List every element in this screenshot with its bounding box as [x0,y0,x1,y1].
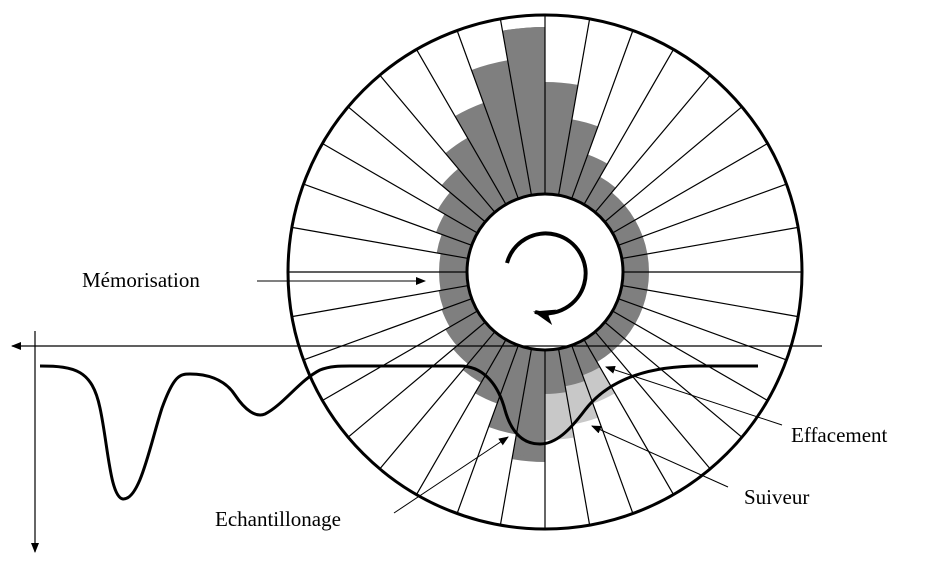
disk-spoke [557,348,591,526]
disk-spoke [604,321,743,438]
memory-sector [595,192,625,222]
memory-sector [512,348,545,457]
memory-sector [558,119,599,199]
memory-sector [445,311,486,346]
echantillonage-pointer [393,436,509,514]
disk-spoke [322,310,478,402]
memory-sector [471,60,532,199]
disk-spoke [618,298,787,361]
disk-spoke [415,339,507,495]
label-suiveur: Suiveur [744,485,809,509]
memory-sector [437,192,486,233]
disk-spoke [621,226,799,260]
rotation-arrow-icon [505,231,588,325]
memory-sector [439,253,469,272]
disk-spoke [621,284,799,318]
disk-spoke [303,183,472,246]
memory-sector [439,272,469,291]
memory-sector [618,285,648,308]
memory-sector [545,348,567,394]
disk-spoke [499,18,533,196]
memory-sector [558,345,585,387]
memory-sector [584,331,612,363]
disk-spoke [303,298,472,361]
inner-hub [465,192,625,352]
memory-sector [571,339,600,376]
disk-spoke [347,106,486,223]
memory-sector [453,322,495,364]
signal-waveform [39,364,758,501]
disk-spoke [594,331,711,470]
memory-sector [455,102,519,205]
memory-sector [478,331,506,363]
disk-spoke [612,142,768,234]
memory-sector [618,236,648,259]
memory-sector [485,339,519,385]
disk-spoke [291,226,469,260]
memory-sector [445,137,506,213]
memory-sector [545,82,578,196]
disk-spoke [571,345,634,514]
disk-spoke [456,30,519,199]
memory-sector [571,154,608,205]
disk-spokes [288,15,802,529]
memory-sector [621,272,649,291]
disk-spoke [379,331,496,470]
disk-spoke [618,183,787,246]
memory-sector [436,234,472,259]
label-effacement: Effacement [791,423,888,447]
disk-spoke [499,348,533,526]
disk-spoke [379,74,496,213]
memory-sector [441,298,478,327]
memory-sector [435,214,478,246]
sector-fills [435,27,649,462]
memory-sector [604,205,636,233]
effacement-pointer [605,366,783,426]
memory-sector [621,253,649,272]
memory-sector [595,322,625,352]
disk-spoke [456,345,519,514]
disk-spoke [322,142,478,234]
disk-spoke [415,49,507,205]
disk-spoke [594,74,711,213]
label-echantillonage: Echantillonage [215,507,341,531]
disk-spoke [557,18,591,196]
disk-spoke [583,49,675,205]
suiveur-pointer [591,425,729,488]
memory-sector [604,311,636,339]
label-memorisation: Mémorisation [82,268,200,292]
memory-sector [441,168,495,222]
disk-spoke [604,106,743,223]
disk-spoke [583,339,675,495]
memory-sector [502,27,545,196]
memory-sector [438,285,472,309]
disk-spoke [347,321,486,438]
disk-spoke [612,310,768,402]
disk-spoke [571,30,634,199]
disk-spoke [291,284,469,318]
memory-sector [584,176,616,213]
